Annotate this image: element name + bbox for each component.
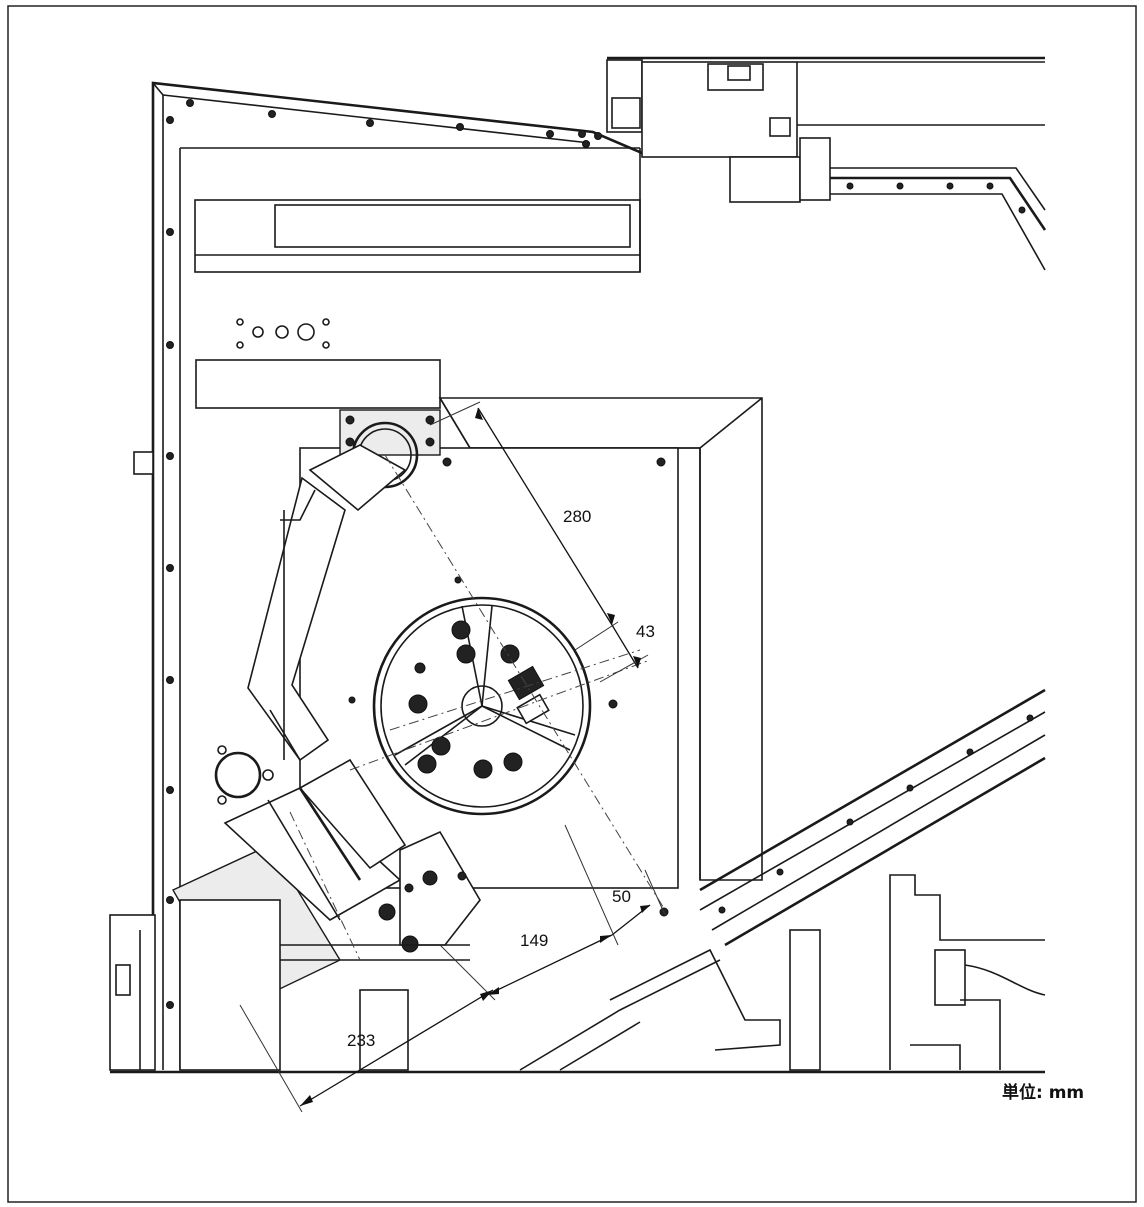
pivot-bracket (308, 409, 441, 512)
dimension-280: 280 (563, 507, 591, 526)
dimension-lines (239, 401, 666, 1113)
dimension-43: 43 (636, 622, 655, 641)
swing-arm (214, 476, 346, 805)
dimension-149: 149 (520, 931, 548, 950)
lower-left-cabinet (109, 899, 470, 1071)
top-right-assembly (606, 56, 1047, 271)
dimension-233: 233 (347, 1031, 375, 1050)
lower-right-assembly (789, 874, 1046, 1071)
center-lines (289, 454, 666, 961)
rotary-chuck (372, 596, 592, 816)
dimension-50: 50 (612, 887, 631, 906)
drawing-frame (7, 5, 1137, 1203)
right-rail (519, 688, 1046, 1071)
unit-label: 単位: mm (1002, 1083, 1085, 1103)
